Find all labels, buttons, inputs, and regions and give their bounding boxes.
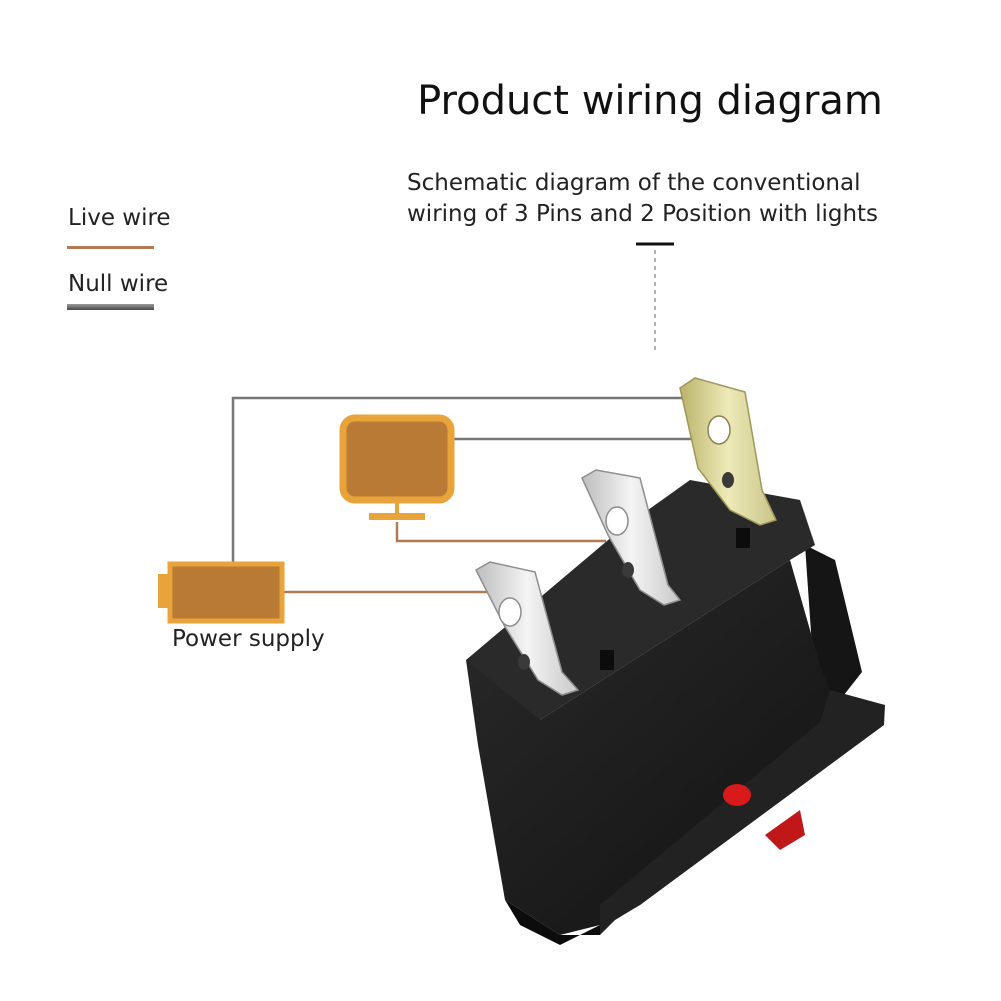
diagram-title: Product wiring diagram: [417, 78, 883, 124]
indicator-light-icon: [723, 784, 751, 806]
rocker-switch: [466, 480, 885, 945]
subtitle-line-1: Schematic diagram of the conventional: [407, 170, 861, 196]
null-wire-top: [231, 396, 690, 565]
switch-front-face: [466, 560, 885, 935]
switch-tab: [600, 650, 614, 670]
diagram-subtitle: Schematic diagram of the conventional wi…: [407, 168, 878, 230]
subtitle-line-2: wiring of 3 Pins and 2 Position with lig…: [407, 201, 879, 227]
pin-silver-middle-icon: [581, 469, 682, 606]
legend-live-wire-label: Live wire: [68, 205, 171, 231]
rocker-red-edge: [765, 810, 805, 850]
pin-gold-icon: [679, 377, 778, 526]
pin-silver-front-icon: [475, 561, 580, 696]
legend-null-wire-swatch: [67, 304, 154, 310]
power-supply-label: Power supply: [172, 626, 325, 652]
switch-tab-2: [736, 528, 750, 548]
power-supply-icon: [158, 561, 285, 624]
live-wire-lamp: [395, 522, 606, 543]
legend-live-wire-swatch: [67, 246, 154, 249]
legend-null-wire-label: Null wire: [68, 271, 169, 297]
lamp-icon: [339, 414, 455, 520]
switch-bottom-shadow: [505, 900, 600, 945]
switch-rocker-side: [805, 545, 862, 700]
switch-bezel: [600, 690, 885, 935]
